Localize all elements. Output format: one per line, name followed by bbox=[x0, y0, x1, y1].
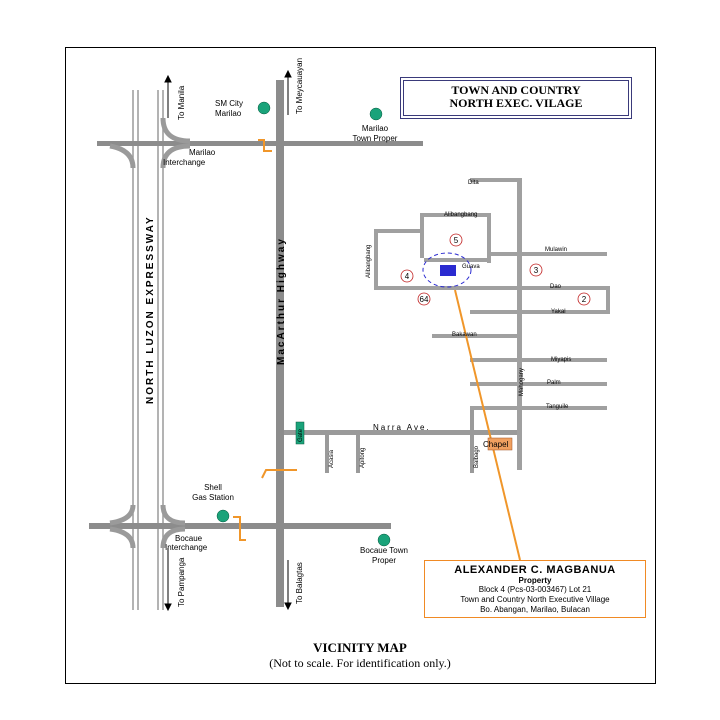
to-manila-label: To Manila bbox=[177, 85, 186, 120]
marilao-road bbox=[97, 117, 423, 169]
sm-city-label-2: Marilao bbox=[215, 109, 242, 118]
chapel-marker bbox=[487, 437, 513, 451]
gate-label: Gate bbox=[298, 428, 304, 442]
block-5: 5 bbox=[454, 236, 459, 245]
street-palm: Palm bbox=[547, 380, 561, 386]
street-mahogany: Mahogany bbox=[519, 368, 525, 396]
sm-city-marker bbox=[257, 101, 271, 115]
narra-label: Narra Ave. bbox=[373, 423, 431, 432]
map-title-line-2: NORTH EXEC. VILAGE bbox=[449, 96, 583, 110]
bocaue-town-marker bbox=[377, 533, 391, 547]
street-bakawan: Bakawan bbox=[452, 332, 477, 338]
shell-marker bbox=[216, 509, 230, 523]
bocaue-interchange-label-2: Interchange bbox=[165, 543, 208, 552]
block-2: 2 bbox=[582, 295, 587, 304]
arrow-down-icon bbox=[164, 603, 172, 612]
bocaue-interchange-label-1: Bocaue bbox=[175, 534, 203, 543]
to-pampanga-label: To Pampanga bbox=[177, 557, 186, 607]
owner-line-1: Block 4 (Pcs-03-003467) Lot 21 bbox=[478, 585, 592, 594]
bocaue-town-label-1: Bocaue Town bbox=[360, 546, 408, 555]
shell-label-2: Gas Station bbox=[192, 493, 234, 502]
landmarks bbox=[216, 101, 391, 547]
acasia-street bbox=[325, 435, 329, 473]
shell-label-1: Shell bbox=[204, 483, 222, 492]
connectors bbox=[233, 139, 521, 561]
arrow-down-icon bbox=[284, 602, 292, 611]
bocaue-town-label-2: Proper bbox=[372, 556, 396, 565]
owner-name: ALEXANDER C. MAGBANUA bbox=[454, 564, 616, 576]
direction-arrows bbox=[164, 69, 292, 612]
owner-line-2: Town and Country North Executive Village bbox=[460, 595, 610, 604]
street-alibangbang-v: Alibangbang bbox=[366, 245, 372, 278]
arrow-up-icon bbox=[164, 74, 172, 83]
map-title-box: TOWN AND COUNTRY NORTH EXEC. VILAGE bbox=[400, 77, 632, 119]
owner-box: ALEXANDER C. MAGBANUA Property Block 4 (… bbox=[424, 560, 646, 618]
apitong-street bbox=[356, 435, 360, 473]
arrow-up-icon bbox=[284, 69, 292, 78]
marilao-town-label-1: Marilao bbox=[362, 124, 389, 133]
street-apitong: Apitong bbox=[360, 448, 366, 468]
street-acasia: Acasia bbox=[329, 449, 335, 468]
subdivision-streets bbox=[374, 178, 610, 470]
map-title-line-1: TOWN AND COUNTRY bbox=[451, 83, 581, 97]
block-64: 64 bbox=[420, 295, 429, 304]
footer-subtitle: (Not to scale. For identification only.) bbox=[269, 656, 451, 670]
property-marker bbox=[440, 265, 456, 276]
street-yakal: Yakal bbox=[551, 309, 566, 315]
sm-city-label-1: SM City bbox=[215, 99, 243, 108]
owner-line-3: Bo. Abangan, Marilao, Bulacan bbox=[480, 605, 590, 614]
chapel-label: Chapel bbox=[483, 440, 509, 449]
street-dita: Dita bbox=[468, 180, 479, 186]
street-alibangbang-h: Alibangbang bbox=[444, 212, 477, 218]
footer-title: VICINITY MAP bbox=[313, 640, 407, 655]
marilao-interchange-label-2: Interchange bbox=[163, 158, 206, 167]
street-guava: Guava bbox=[462, 264, 480, 270]
highway-label: MacArthur Highway bbox=[276, 237, 287, 365]
gate-marker bbox=[295, 421, 305, 445]
street-miyapis: Miyapis bbox=[551, 357, 571, 363]
map-frame bbox=[65, 47, 656, 684]
narra-ave bbox=[284, 430, 520, 435]
block-3: 3 bbox=[534, 266, 539, 275]
balbago-street bbox=[470, 410, 474, 473]
street-mulawin: Mulawin bbox=[545, 247, 567, 253]
macarthur-highway bbox=[276, 80, 284, 607]
street-dao: Dao bbox=[550, 284, 562, 290]
block-4: 4 bbox=[405, 272, 410, 281]
block-markers bbox=[400, 233, 591, 306]
street-tanguile: Tanguile bbox=[546, 404, 569, 410]
marilao-town-marker bbox=[369, 107, 383, 121]
street-balbago: Balbago bbox=[474, 445, 480, 468]
marilao-interchange-label-1: Marilao bbox=[189, 148, 216, 157]
owner-property-label: Property bbox=[518, 576, 552, 585]
to-balagtas-label: To Balagtas bbox=[295, 562, 304, 604]
expressway-label: NORTH LUZON EXPRESSWAY bbox=[145, 215, 156, 404]
marilao-town-label-2: Town Proper bbox=[353, 134, 398, 143]
to-meycauayan-label: To Meycauayan bbox=[295, 58, 304, 114]
property-circle bbox=[422, 252, 472, 288]
